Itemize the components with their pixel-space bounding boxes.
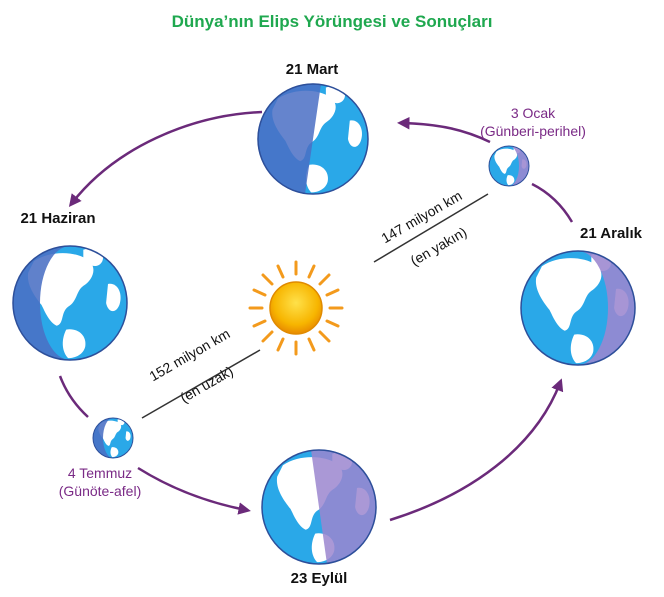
distance-far-label: (en uzak) [177, 363, 236, 406]
label-aphelion-date: 4 Temmuz [68, 465, 132, 481]
orbit-arrow-aphelion-to-september [137, 466, 251, 515]
label-june: 21 Haziran [20, 210, 95, 227]
label-perihelion-date: 3 Ocak [511, 105, 556, 121]
label-aphelion-name: (Günöte-afel) [59, 483, 141, 499]
label-march: 21 Mart [286, 61, 339, 78]
orbit-arrow-december-to-perihelion [531, 182, 574, 223]
distance-line-near [373, 193, 489, 263]
earth-globe-icon [92, 417, 134, 459]
earth-globe-icon [261, 449, 377, 565]
distance-line-far [141, 349, 261, 419]
orbit-arrow-perihelion-to-march [397, 116, 491, 144]
distance-near-label: (en yakın) [408, 224, 470, 269]
label-december: 21 Aralık [580, 225, 643, 242]
sun-icon [248, 260, 344, 356]
label-september: 23 Eylül [291, 570, 348, 587]
earth-globe-icon [488, 145, 530, 187]
orbit-arrow-june-to-aphelion [58, 375, 89, 418]
orbit-arrow-september-to-december [389, 378, 564, 522]
label-perihelion-name: (Günberi-perihel) [480, 123, 586, 139]
earth-globe-icon [257, 83, 369, 195]
earth-globe-icon [520, 250, 636, 366]
orbit-arrow-march-to-june [68, 110, 263, 207]
diagram-title: Dünya’nın Elips Yörüngesi ve Sonuçları [172, 12, 493, 31]
earth-globe-icon [12, 245, 128, 361]
